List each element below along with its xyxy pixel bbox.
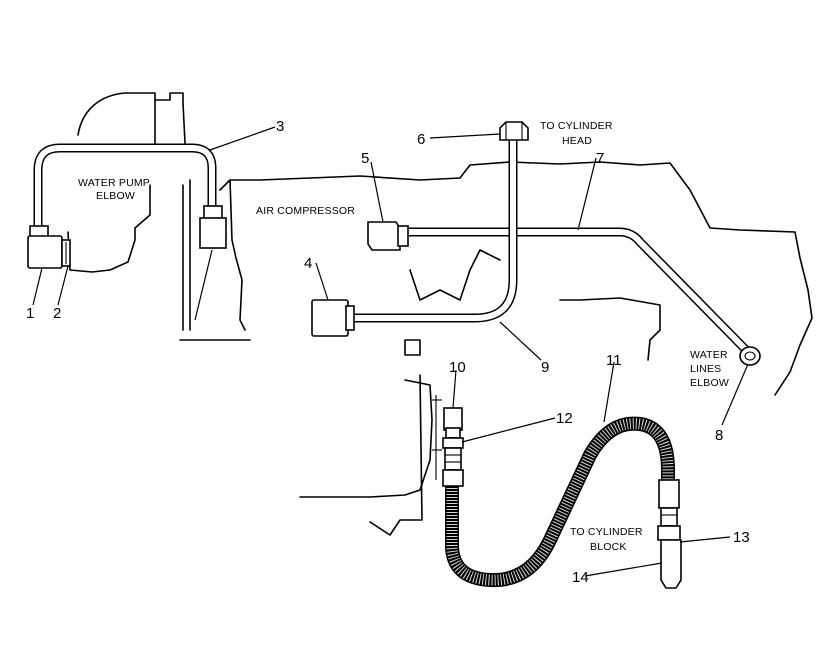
- label-to-cylinder-block: TO CYLINDER: [570, 526, 643, 538]
- callout-numbers: 1 2 3 4 5 6 7 8 9 10 11 12 13 14: [26, 118, 750, 586]
- fitting-14: [660, 539, 682, 589]
- callout-14: 14: [572, 569, 589, 586]
- label-air-compressor: AIR COMPRESSOR: [256, 205, 355, 217]
- fitting-12: [442, 437, 464, 487]
- leader-lines: [32, 126, 749, 577]
- fitting-4: [311, 299, 355, 337]
- elbow-fitting-1: [27, 225, 71, 269]
- nut-6: [499, 121, 529, 141]
- hose-11: [445, 416, 675, 588]
- tube-3-end-fitting: [199, 205, 227, 249]
- callout-9: 9: [541, 359, 549, 376]
- diagram-labels: WATER PUMP ELBOW AIR COMPRESSOR TO CYLIN…: [78, 120, 729, 553]
- callout-6: 6: [417, 131, 425, 148]
- label-water-pump-elbow: WATER PUMP: [78, 177, 150, 189]
- callout-5: 5: [361, 150, 369, 167]
- callout-10: 10: [449, 359, 466, 376]
- label-water-lines-elbow-2: LINES: [690, 363, 721, 375]
- label-water-lines-elbow-3: ELBOW: [690, 377, 729, 389]
- fitting-5: [367, 221, 409, 251]
- label-to-cylinder-head: TO CYLINDER: [540, 120, 613, 132]
- callout-2: 2: [53, 305, 61, 322]
- fitting-13: [657, 479, 681, 541]
- label-to-cylinder-block-2: BLOCK: [590, 541, 627, 553]
- label-water-lines-elbow: WATER: [690, 349, 728, 361]
- nut-8: [739, 346, 761, 366]
- tube-7: [400, 227, 753, 357]
- fitting-10: [443, 407, 463, 439]
- label-water-pump-elbow-2: ELBOW: [96, 190, 135, 202]
- tube-9: [345, 130, 518, 323]
- callout-11: 11: [606, 352, 622, 369]
- callout-8: 8: [715, 427, 723, 444]
- tube-3: [33, 143, 217, 237]
- label-to-cylinder-head-2: HEAD: [562, 135, 592, 147]
- engine-outline: [67, 92, 813, 536]
- callout-3: 3: [276, 118, 284, 135]
- callout-4: 4: [304, 255, 312, 272]
- callout-12: 12: [556, 410, 573, 427]
- callout-13: 13: [733, 529, 750, 546]
- callout-1: 1: [26, 305, 34, 322]
- callout-7: 7: [596, 150, 604, 167]
